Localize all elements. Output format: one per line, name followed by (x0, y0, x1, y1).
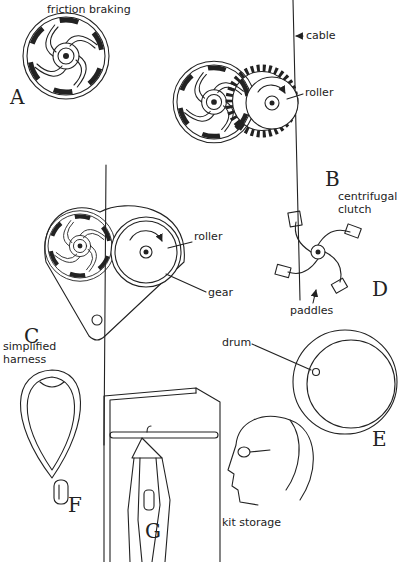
part-label: kit storage (222, 516, 281, 529)
person-head (228, 416, 313, 505)
part-label: centrifugal clutch (338, 190, 400, 216)
drum (252, 330, 397, 434)
figure-letter: F (68, 494, 82, 516)
harness (20, 370, 80, 504)
storage-cupboard (104, 388, 220, 562)
part-label: paddles (290, 304, 333, 317)
part-label: drum (222, 336, 251, 349)
figure-letter: E (372, 428, 387, 450)
figure-letter: A (10, 86, 24, 108)
part-label: simplified harness (3, 340, 75, 366)
centrifugal-clutch (275, 211, 361, 303)
figure-letter: G (145, 520, 161, 542)
part-label: cable (306, 29, 336, 42)
part-label: roller (194, 230, 222, 243)
part-label: friction braking (47, 3, 131, 16)
friction-brake (23, 13, 109, 99)
part-label: gear (208, 286, 233, 299)
belay-device (45, 165, 206, 445)
figure-letter: B (325, 168, 340, 190)
figure-letter: D (372, 278, 388, 300)
part-label: roller (305, 86, 333, 99)
roller-assembly (173, 0, 303, 300)
